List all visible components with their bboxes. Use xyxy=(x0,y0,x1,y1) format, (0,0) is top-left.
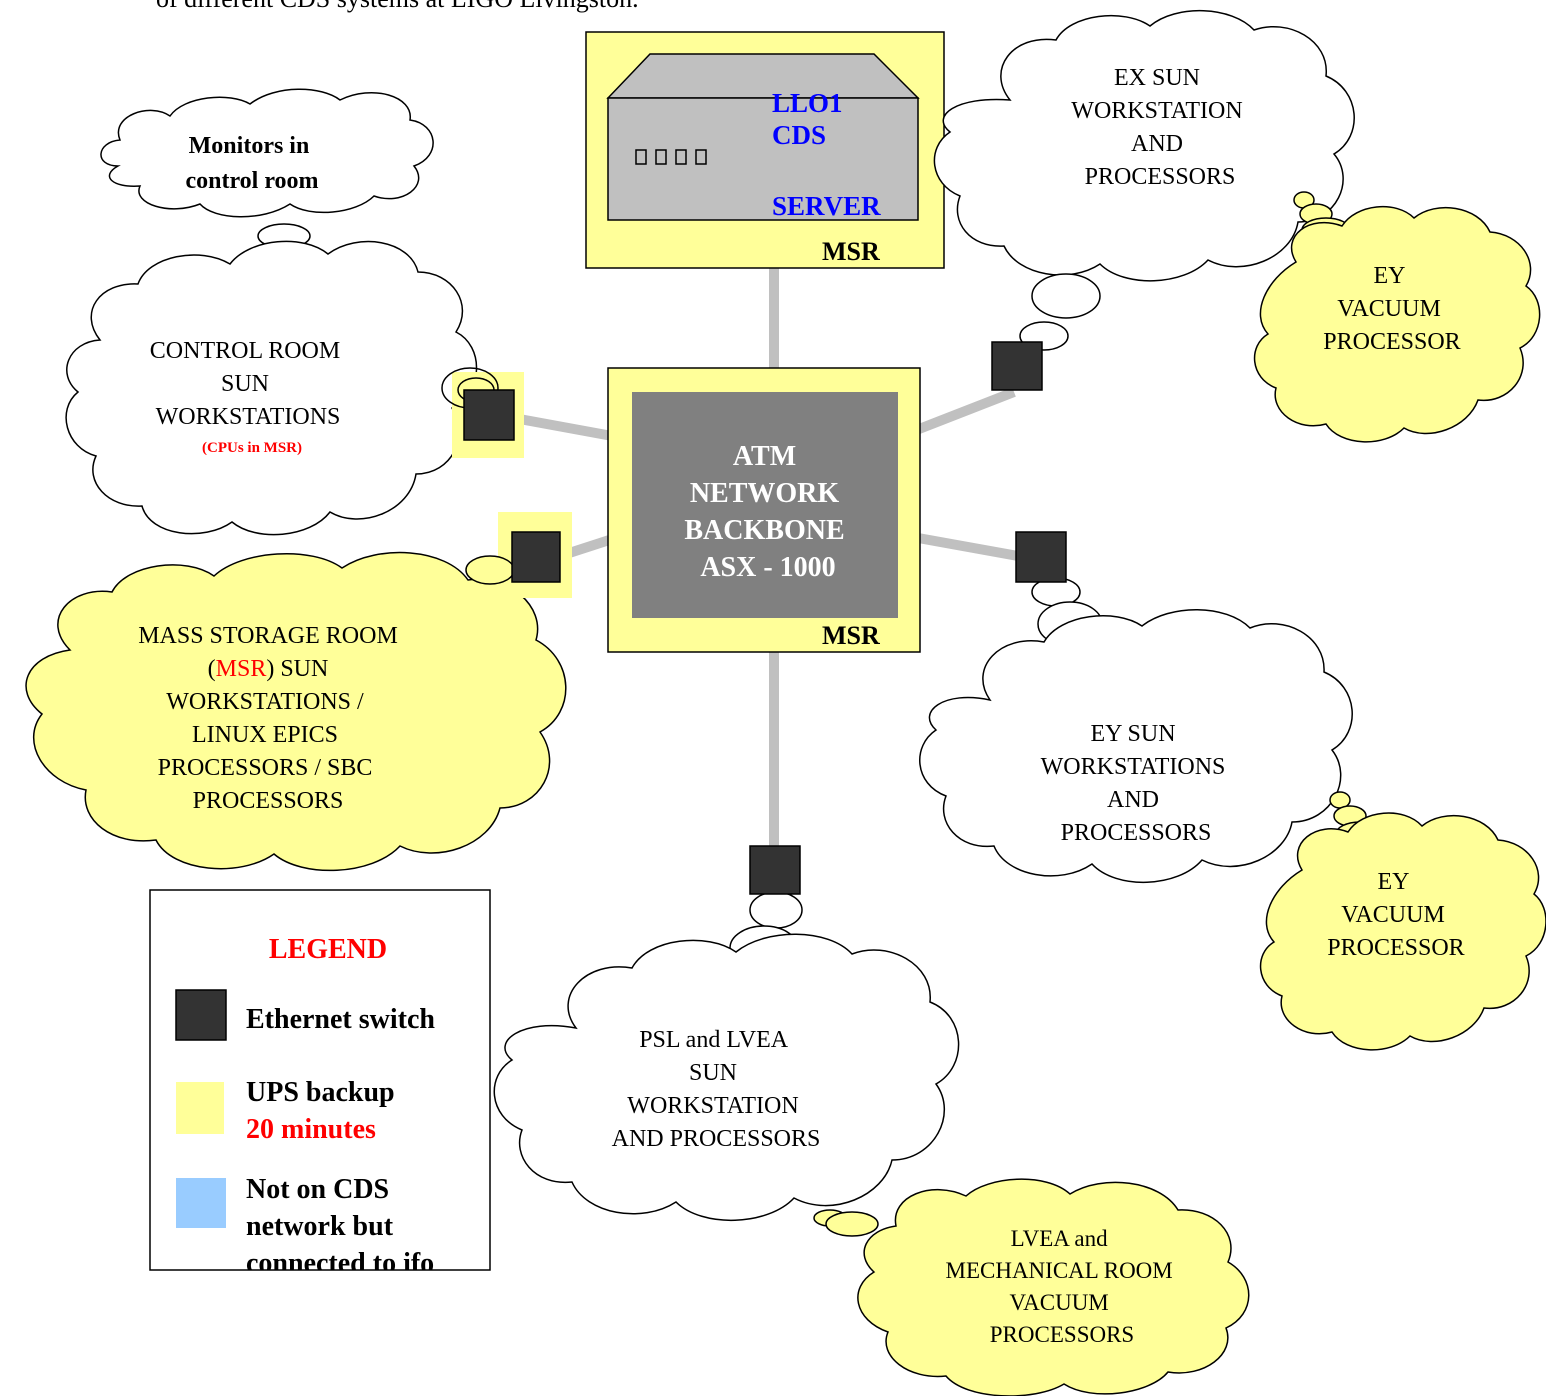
backbone-room-label: MSR xyxy=(822,621,880,650)
svg-text:EY SUN WORKSTATIONS: EY SUN WORKSTATIONS AND PROCESSORS xyxy=(1041,721,1232,846)
msr-highlight: MSR xyxy=(216,656,267,682)
cloud-ey-vacuum-top: EY VACUUM PROCESSOR xyxy=(1253,191,1541,443)
svg-text:MASS STORAGE ROOM: MASS STORAGE ROOM xyxy=(138,623,398,649)
cloud-mass-storage-shape xyxy=(25,551,567,872)
legend-switch-swatch xyxy=(175,989,227,1041)
cloud-ex: EX SUN WORKSTATION AND PROCESSORS xyxy=(933,10,1355,351)
cloud-lvea-vacuum-shape xyxy=(857,1178,1250,1396)
svg-text:EY VACUUM PROCESSO: EY VACUUM PROCESSOR xyxy=(1323,263,1460,355)
page-caption: of different CDS systems at LIGO Livings… xyxy=(156,0,639,14)
ethernet-switch-ey xyxy=(1015,531,1067,583)
svg-text:(MSR) SUN: (MSR) SUN xyxy=(208,656,329,682)
svg-text:CONTROL ROOM SUN W: CONTROL ROOM SUN WORKSTATIONS xyxy=(150,338,346,430)
server-chassis-top xyxy=(606,53,920,99)
legend-ups-label: UPS backup xyxy=(246,1077,395,1108)
legend-ups-swatch xyxy=(176,1082,224,1134)
cloud-ey-shape xyxy=(919,609,1353,883)
ethernet-switch-mass-storage xyxy=(511,531,561,583)
legend-switch-label: Ethernet switch xyxy=(246,1004,435,1035)
ethernet-switch-ex xyxy=(991,341,1043,391)
legend-not-cds-swatch xyxy=(176,1178,226,1228)
cloud-ey-vacuum-bottom-shape xyxy=(1259,812,1546,1051)
legend: LEGEND Ethernet switch UPS backup 20 min… xyxy=(149,889,491,1279)
cloud-lvea-vacuum: LVEA and MECHANICAL ROOM VACUUM PROCESSO… xyxy=(813,1178,1250,1396)
cpus-in-msr-note: (CPUs in MSR) xyxy=(202,440,302,456)
svg-text:Monitors in control room: Monitors in control room xyxy=(185,133,318,194)
thought-bubble xyxy=(1031,273,1101,319)
ethernet-switch-control-room xyxy=(463,389,515,441)
server-chassis xyxy=(607,97,919,221)
cloud-control-room: CONTROL ROOM SUN WORKSTATIONS (CPUs in M… xyxy=(65,240,478,536)
svg-text:WORKSTATIONS / LINUX EPI: WORKSTATIONS / LINUX EPICS PROCESSORS / … xyxy=(158,689,379,814)
cloud-ey-vacuum-bottom: EY VACUUM PROCESSOR xyxy=(1259,791,1546,1051)
cloud-ex-shape xyxy=(933,10,1355,282)
server-label: LLO1 CDS SERVER xyxy=(772,88,881,221)
cloud-ey-vacuum-top-shape xyxy=(1253,205,1541,443)
svg-text:LVEA and MECHANICAL ROOM: LVEA and MECHANICAL ROOM VACUUM PROCESSO… xyxy=(946,1226,1179,1347)
thought-bubble xyxy=(465,555,515,585)
legend-title: LEGEND xyxy=(269,934,387,965)
atm-backbone-switch xyxy=(632,392,898,618)
server-drive-bays xyxy=(635,149,707,165)
svg-text:EY VACUUM PROCESSO: EY VACUUM PROCESSOR xyxy=(1327,869,1464,961)
ethernet-switch-psl xyxy=(749,845,801,895)
backbone-label: ATM NETWORK BACKBONE ASX - 1000 xyxy=(684,441,851,583)
thought-bubble xyxy=(749,891,803,929)
cloud-psl-shape xyxy=(493,933,960,1221)
ethernet-switches xyxy=(441,341,1067,895)
legend-not-cds-label: Not on CDS network but connected to ifo xyxy=(246,1174,434,1279)
cloud-ey: EY SUN WORKSTATIONS AND PROCESSORS xyxy=(919,577,1353,883)
cloud-monitors-shape xyxy=(100,88,434,218)
cloud-mass-storage: MASS STORAGE ROOM (MSR) SUN WORKSTATIONS… xyxy=(25,551,567,872)
server-group: LLO1 CDS SERVER MSR xyxy=(585,31,945,269)
legend-ups-time: 20 minutes xyxy=(246,1114,376,1145)
svg-text:PSL and LVEA SUN W: PSL and LVEA SUN WORKSTATION AND PROCESS… xyxy=(612,1027,821,1152)
cloud-psl: PSL and LVEA SUN WORKSTATION AND PROCESS… xyxy=(493,891,960,1221)
thought-bubble xyxy=(825,1211,879,1237)
server-room-label: MSR xyxy=(822,237,880,266)
svg-text:EX SUN WORKSTATION: EX SUN WORKSTATION AND PROCESSORS xyxy=(1071,65,1248,190)
backbone-group: ATM NETWORK BACKBONE ASX - 1000 MSR xyxy=(607,367,921,653)
